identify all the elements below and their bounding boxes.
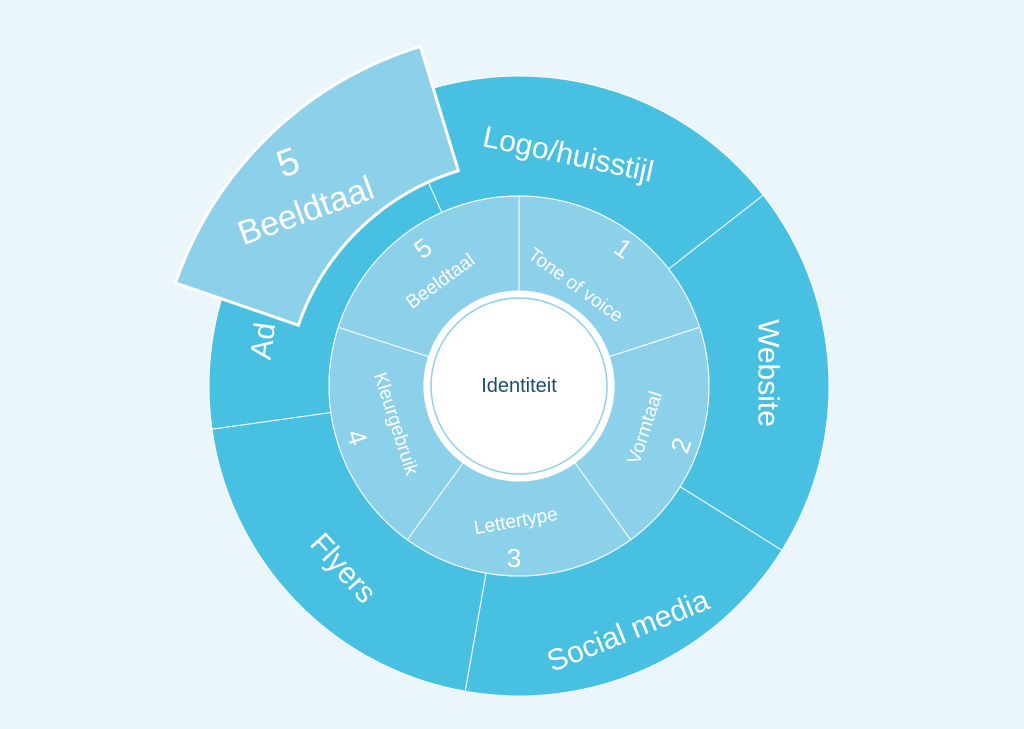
inner-segment xyxy=(574,326,710,541)
inner-ring: Tone of voice1Vormtaal2Lettertype3Kleurg… xyxy=(328,195,710,577)
inner-segment xyxy=(328,326,464,541)
center-circle xyxy=(424,291,614,481)
outer-segment-label: Website xyxy=(752,319,785,427)
outer-segment-label: Ad xyxy=(244,321,282,362)
inner-segment-number: 3 xyxy=(507,543,521,573)
highlight-segment: 5 Beeldtaal xyxy=(173,44,461,328)
center-label: Identiteit xyxy=(481,375,557,397)
inner-segment xyxy=(406,462,632,577)
center-circle-outline xyxy=(430,297,608,475)
highlight-segment-shape xyxy=(173,44,461,328)
